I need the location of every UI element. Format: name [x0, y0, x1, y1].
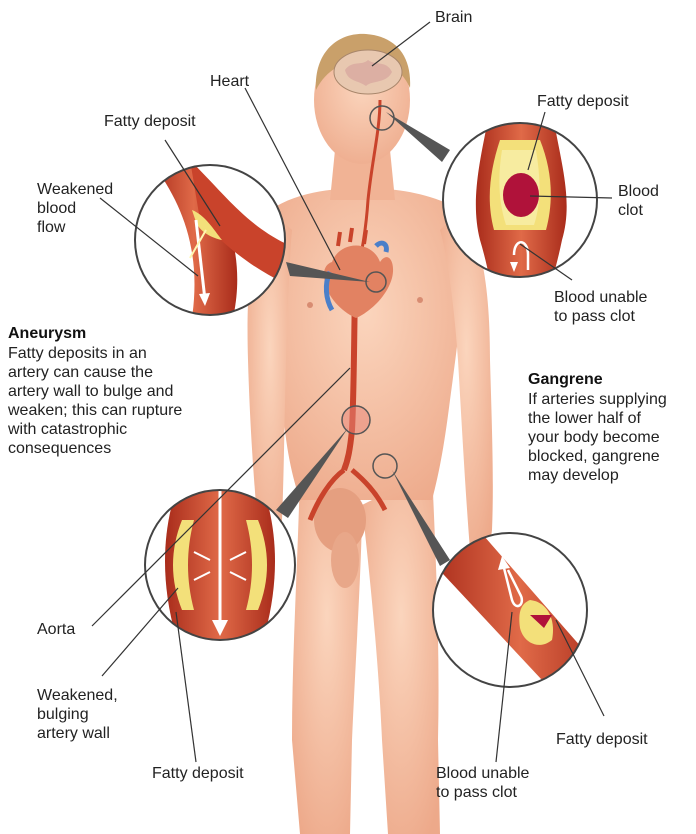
- label-weakened-blood-flow: Weakened blood flow: [37, 180, 113, 237]
- clot-shape: [503, 173, 539, 217]
- aorta-marker: [342, 406, 370, 434]
- label-fatty-deposit-top-left: Fatty deposit: [104, 112, 196, 131]
- label-brain: Brain: [435, 8, 472, 27]
- magnifier-leg-clot: [430, 520, 610, 710]
- label-blood-unable-bottom: Blood unable to pass clot: [436, 764, 529, 802]
- label-heart: Heart: [210, 72, 249, 91]
- right-leg: [362, 470, 440, 834]
- label-blood-clot: Blood clot: [618, 182, 659, 220]
- gangrene-heading: Gangrene: [528, 370, 603, 389]
- aneurysm-heading: Aneurysm: [8, 324, 86, 343]
- label-fatty-deposit-top-right: Fatty deposit: [537, 92, 629, 111]
- label-fatty-deposit-bottom-left: Fatty deposit: [152, 764, 244, 783]
- label-fatty-deposit-bottom-right: Fatty deposit: [556, 730, 648, 749]
- gangrene-description: If arteries supplying the lower half of …: [528, 390, 667, 485]
- label-weakened-bulging-wall: Weakened, bulging artery wall: [37, 686, 118, 743]
- label-blood-unable-top: Blood unable to pass clot: [554, 288, 647, 326]
- aneurysm-description: Fatty deposits in an artery can cause th…: [8, 344, 182, 458]
- label-aorta: Aorta: [37, 620, 75, 639]
